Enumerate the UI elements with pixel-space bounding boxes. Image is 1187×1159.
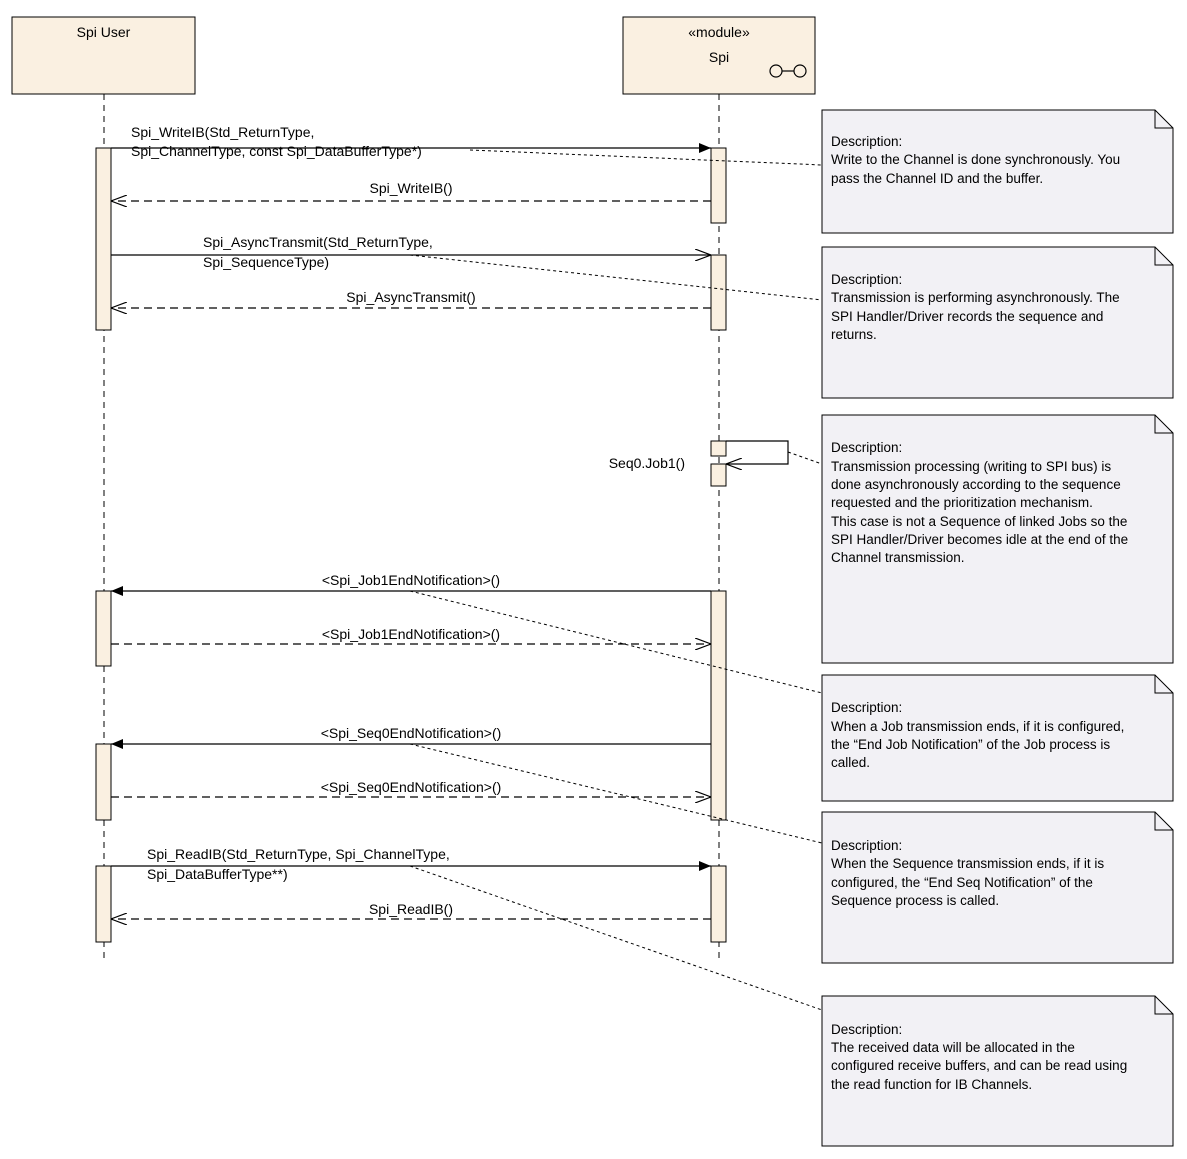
message-job1-return[interactable]: <Spi_Job1EndNotification>() — [111, 626, 711, 644]
note-async-transmit-line-3: SPI Handler/Driver records the sequence … — [831, 309, 1103, 324]
message-job1-notification[interactable]: <Spi_Job1EndNotification>() — [111, 572, 711, 596]
message-async-return[interactable]: Spi_AsyncTransmit() — [111, 289, 711, 308]
activation-spi-4 — [710, 463, 727, 487]
activation-spi-5 — [710, 590, 727, 821]
note-job-end-line-1: Description: — [831, 700, 902, 715]
lifeline-name-spi: Spi — [709, 49, 729, 65]
message-write-return-label: Spi_WriteIB() — [370, 180, 453, 196]
note-processing[interactable]: Description: Transmission processing (wr… — [821, 414, 1174, 664]
note-async-transmit-line-4: returns. — [831, 327, 877, 342]
note-processing-line-4: requested and the prioritization mechani… — [831, 495, 1093, 510]
message-read-call-label-1: Spi_ReadIB(Std_ReturnType, Spi_ChannelTy… — [147, 846, 450, 862]
message-write-call-label-2: Spi_ChannelType, const Spi_DataBufferTyp… — [131, 143, 422, 159]
message-async-call-label-2: Spi_SequenceType) — [203, 254, 329, 270]
note-write-sync[interactable]: Description: Write to the Channel is don… — [821, 109, 1174, 234]
note-processing-line-7: Channel transmission. — [831, 550, 965, 565]
note-seq-end-line-2: When the Sequence transmission ends, if … — [831, 856, 1104, 871]
note-job-end[interactable]: Description: When a Job transmission end… — [821, 674, 1174, 802]
message-self-job1[interactable]: Seq0.Job1() — [609, 440, 789, 471]
message-job1-notification-label: <Spi_Job1EndNotification>() — [322, 572, 500, 588]
note-seq-end[interactable]: Description: When the Sequence transmiss… — [821, 811, 1174, 964]
note-job-end-line-4: called. — [831, 755, 870, 770]
activation-user-3 — [95, 743, 112, 821]
note-seq-end-line-4: Sequence process is called. — [831, 893, 999, 908]
note-processing-line-2: Transmission processing (writing to SPI … — [831, 459, 1111, 474]
message-job1-return-label: <Spi_Job1EndNotification>() — [322, 626, 500, 642]
note-seq-end-line-1: Description: — [831, 838, 902, 853]
note-processing-line-5: This case is not a Sequence of linked Jo… — [831, 514, 1127, 529]
note-job-end-line-3: the “End Job Notification” of the Job pr… — [831, 737, 1110, 752]
message-read-return-label: Spi_ReadIB() — [369, 901, 453, 917]
note-anchor-3 — [787, 451, 823, 465]
message-write-call-label-1: Spi_WriteIB(Std_ReturnType, — [131, 124, 314, 140]
note-async-transmit-line-1: Description: — [831, 272, 902, 287]
activation-spi-2 — [710, 254, 727, 331]
note-job-end-line-2: When a Job transmission ends, if it is c… — [831, 719, 1124, 734]
note-read-line-1: Description: — [831, 1022, 902, 1037]
message-seq0-notification-label: <Spi_Seq0EndNotification>() — [321, 725, 502, 741]
message-read-call-label-2: Spi_DataBufferType**) — [147, 866, 288, 882]
activation-user-2 — [95, 590, 112, 667]
message-seq0-return-label: <Spi_Seq0EndNotification>() — [321, 779, 502, 795]
note-anchor-1 — [469, 149, 823, 166]
message-async-return-label: Spi_AsyncTransmit() — [346, 289, 475, 305]
message-self-job1-label: Seq0.Job1() — [609, 455, 685, 471]
note-write-sync-line-1: Description: — [831, 134, 902, 149]
note-async-transmit[interactable]: Description: Transmission is performing … — [821, 246, 1174, 399]
note-write-sync-line-3: pass the Channel ID and the buffer. — [831, 171, 1043, 186]
message-write-call[interactable]: Spi_WriteIB(Std_ReturnType, Spi_ChannelT… — [111, 124, 711, 159]
lifeline-header-spi[interactable] — [622, 16, 816, 95]
note-read-line-4: the read function for IB Channels. — [831, 1077, 1032, 1092]
note-anchor-4 — [409, 590, 823, 694]
note-processing-line-6: SPI Handler/Driver becomes idle at the e… — [831, 532, 1128, 547]
component-icon — [769, 64, 807, 78]
message-write-return[interactable]: Spi_WriteIB() — [111, 180, 711, 201]
note-processing-line-3: done asynchronously according to the seq… — [831, 477, 1121, 492]
note-write-sync-line-2: Write to the Channel is done synchronous… — [831, 152, 1120, 167]
note-read-line-3: configured receive buffers, and can be r… — [831, 1058, 1127, 1073]
note-read-line-2: The received data will be allocated in t… — [831, 1040, 1075, 1055]
activation-user-1 — [95, 147, 112, 331]
activation-user-4 — [95, 865, 112, 943]
lifeline-name-spi-user: Spi User — [77, 24, 131, 40]
message-seq0-notification[interactable]: <Spi_Seq0EndNotification>() — [111, 725, 711, 749]
activation-spi-6 — [710, 865, 727, 943]
note-async-transmit-line-2: Transmission is performing asynchronousl… — [831, 290, 1120, 305]
note-anchor-5 — [409, 743, 823, 844]
activation-spi-3 — [710, 440, 727, 457]
message-seq0-return[interactable]: <Spi_Seq0EndNotification>() — [111, 779, 711, 797]
note-anchor-6 — [409, 865, 823, 1011]
lifeline-stereotype-spi: «module» — [688, 24, 750, 40]
note-read[interactable]: Description: The received data will be a… — [821, 995, 1174, 1147]
message-read-call[interactable]: Spi_ReadIB(Std_ReturnType, Spi_ChannelTy… — [111, 846, 711, 882]
note-anchors — [409, 149, 823, 1011]
note-seq-end-line-3: configured, the “End Seq Notification” o… — [831, 875, 1093, 890]
activation-spi-1 — [710, 147, 727, 224]
note-processing-line-1: Description: — [831, 440, 902, 455]
message-async-call[interactable]: Spi_AsyncTransmit(Std_ReturnType, Spi_Se… — [111, 234, 711, 270]
lifeline-spi: «module» Spi — [622, 16, 816, 962]
message-async-call-label-1: Spi_AsyncTransmit(Std_ReturnType, — [203, 234, 433, 250]
message-read-return[interactable]: Spi_ReadIB() — [111, 901, 711, 919]
lifeline-header-spi-user[interactable] — [11, 16, 196, 95]
